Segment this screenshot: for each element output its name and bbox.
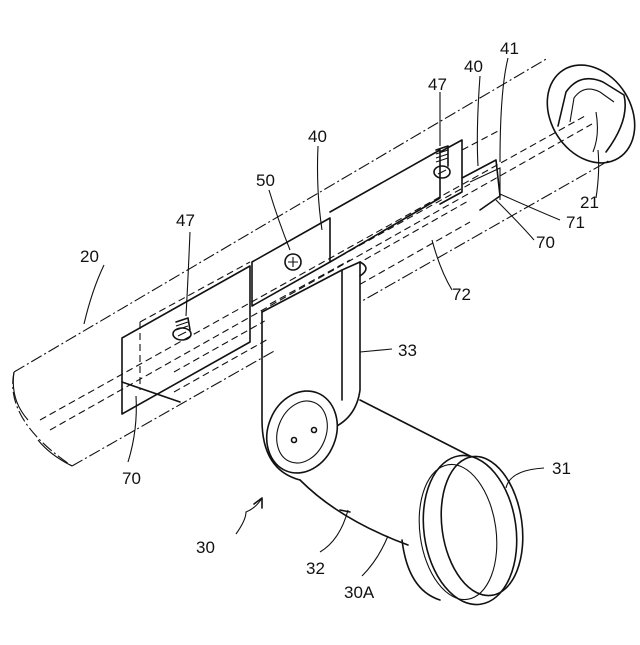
label-70-left: 70 xyxy=(122,469,141,488)
base-plate xyxy=(402,449,531,610)
label-32: 32 xyxy=(306,559,325,578)
holder-left xyxy=(122,262,270,414)
rail-end-profile xyxy=(530,49,640,180)
label-40-right: 40 xyxy=(464,57,483,76)
label-30: 30 xyxy=(196,538,215,557)
label-50: 50 xyxy=(256,171,275,190)
screw-center xyxy=(285,254,301,270)
label-71: 71 xyxy=(566,213,585,232)
label-47-left: 47 xyxy=(176,211,195,230)
label-41: 41 xyxy=(500,39,519,58)
label-70-right: 70 xyxy=(536,233,555,252)
bracket-arrow xyxy=(236,498,262,534)
label-33: 33 xyxy=(398,341,417,360)
label-20: 20 xyxy=(80,247,99,266)
label-40-center: 40 xyxy=(308,127,327,146)
label-72: 72 xyxy=(452,285,471,304)
label-21: 21 xyxy=(580,193,599,212)
label-30A: 30A xyxy=(344,583,375,602)
label-47-right: 47 xyxy=(428,75,447,94)
clip-center xyxy=(252,150,470,306)
label-31: 31 xyxy=(552,459,571,478)
